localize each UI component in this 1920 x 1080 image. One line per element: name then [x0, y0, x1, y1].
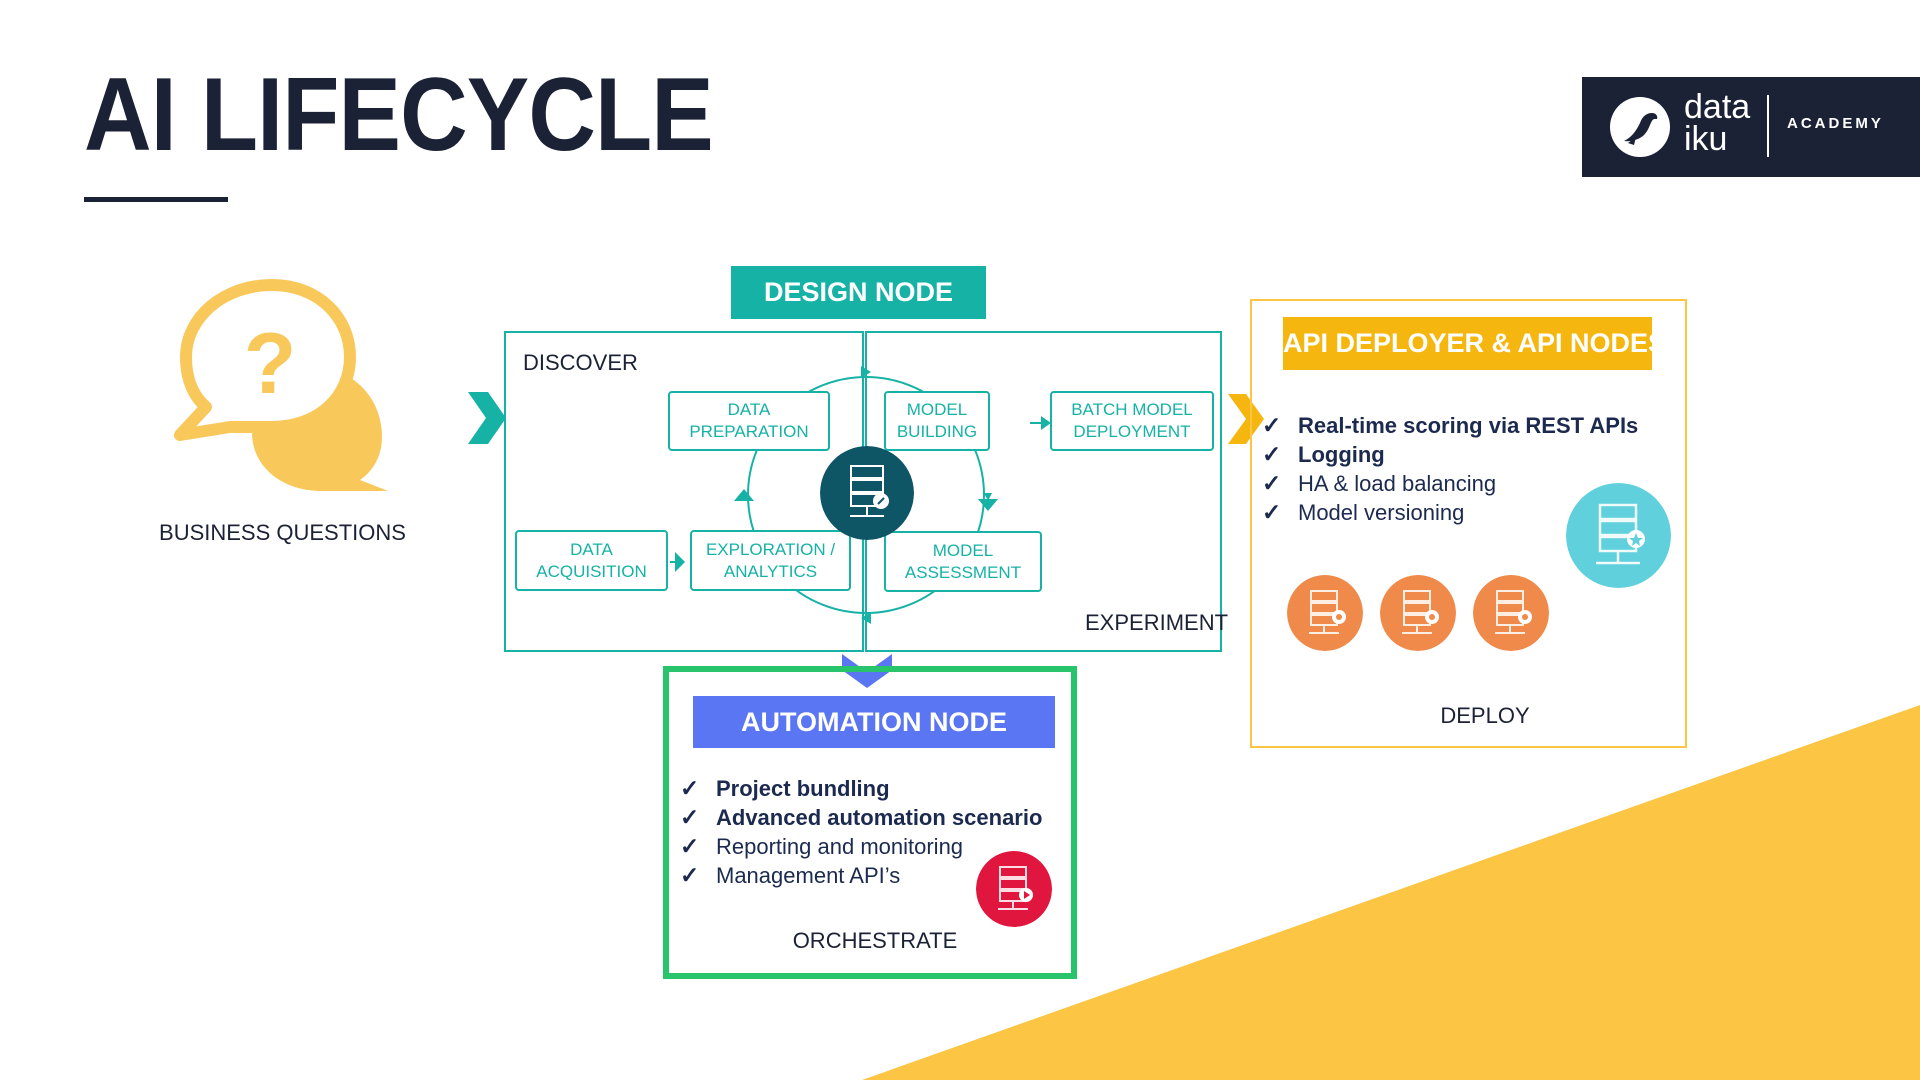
step-data-preparation: DATA PREPARATION	[668, 391, 830, 451]
step-data-acquisition: DATA ACQUISITION	[515, 530, 668, 591]
experiment-label: EXPERIMENT	[1085, 610, 1229, 635]
list-item: ✓ Real-time scoring via REST APIs	[1262, 411, 1638, 440]
api-feature-list: ✓ Real-time scoring via REST APIs ✓ Loggin…	[1262, 411, 1638, 527]
automation-node-header: AUTOMATION NODE	[693, 696, 1055, 748]
list-item: ✓ Project bundling	[680, 774, 1042, 803]
check-icon: ✓	[680, 775, 700, 801]
list-item-text: Project bundling	[716, 776, 890, 801]
step-batch-model-deployment: BATCH MODEL DEPLOYMENT	[1050, 391, 1214, 451]
list-item-text: Reporting and monitoring	[716, 834, 964, 859]
list-item-text: Model versioning	[1298, 500, 1465, 525]
page-title: AI LIFECYCLE	[84, 57, 714, 173]
step-label: BATCH MODEL DEPLOYMENT	[1071, 400, 1193, 441]
check-icon: ✓	[1262, 412, 1282, 438]
check-icon: ✓	[680, 862, 700, 888]
api-deployer-panel	[1250, 299, 1687, 748]
step-label: EXPLORATION / ANALYTICS	[705, 539, 836, 581]
check-icon: ✓	[1262, 499, 1282, 525]
step-label: DATA PREPARATION	[689, 400, 809, 441]
check-icon: ✓	[680, 804, 700, 830]
title-underline	[84, 197, 228, 202]
step-label: MODEL BUILDING	[896, 400, 978, 441]
svg-text:?: ?	[244, 316, 297, 412]
api-deployer-header: API DEPLOYER & API NODES	[1283, 317, 1666, 370]
api-node-server-icon	[1473, 575, 1549, 651]
deploy-label: DEPLOY	[1440, 703, 1530, 728]
step-model-assessment: MODEL ASSESSMENT	[884, 531, 1042, 592]
lifecycle-cycle	[670, 366, 1051, 624]
list-item-text: Real-time scoring via REST APIs	[1298, 413, 1639, 438]
question-bubble-icon: ?	[174, 279, 388, 491]
logo-word-bottom: iku	[1684, 120, 1728, 158]
list-item: ✓ Reporting and monitoring	[680, 832, 1042, 861]
discover-label: DISCOVER	[523, 350, 638, 375]
list-item: ✓ HA & load balancing	[1262, 469, 1638, 498]
chevron-right-icon	[468, 392, 506, 444]
step-model-building: MODEL BUILDING	[884, 391, 990, 451]
step-label: DATA ACQUISITION	[536, 539, 647, 581]
logo-word-top: data	[1684, 88, 1751, 126]
check-icon: ✓	[680, 833, 700, 859]
list-item: ✓ Management API’s	[680, 861, 1042, 890]
logo-separator	[1767, 95, 1769, 157]
orchestrate-label: ORCHESTRATE	[792, 928, 958, 953]
list-item: ✓ Model versioning	[1262, 498, 1638, 527]
chevron-right-icon	[1228, 394, 1264, 444]
business-questions-label: BUSINESS QUESTIONS	[159, 520, 406, 545]
api-node-server-icon	[1380, 575, 1456, 651]
design-server-icon	[820, 446, 914, 540]
automation-feature-list: ✓ Project bundling ✓ Advanced automation s…	[680, 774, 1042, 890]
list-item: ✓ Advanced automation scenario	[680, 803, 1042, 832]
automation-server-icon	[976, 851, 1052, 927]
logo-academy: ACADEMY	[1787, 115, 1884, 132]
check-icon: ✓	[1262, 441, 1282, 467]
step-exploration-analytics: EXPLORATION / ANALYTICS	[690, 530, 851, 591]
api-node-server-icon	[1287, 575, 1363, 651]
list-item-text: Management API’s	[716, 863, 901, 888]
list-item-text: Advanced automation scenario	[716, 805, 1043, 830]
step-label: MODEL ASSESSMENT	[904, 540, 1022, 582]
list-item-text: HA & load balancing	[1298, 471, 1497, 496]
design-node-header: DESIGN NODE	[731, 266, 986, 319]
logo-wordmark: data iku	[1684, 88, 1751, 158]
list-item-text: Logging	[1298, 442, 1385, 467]
dataiku-academy-logo: data iku ACADEMY	[1582, 77, 1920, 177]
api-deployer-server-icon	[1566, 483, 1671, 588]
check-icon: ✓	[1262, 470, 1282, 496]
list-item: ✓ Logging	[1262, 440, 1638, 469]
automation-node-panel	[663, 666, 1077, 979]
bird-icon	[1610, 97, 1670, 157]
